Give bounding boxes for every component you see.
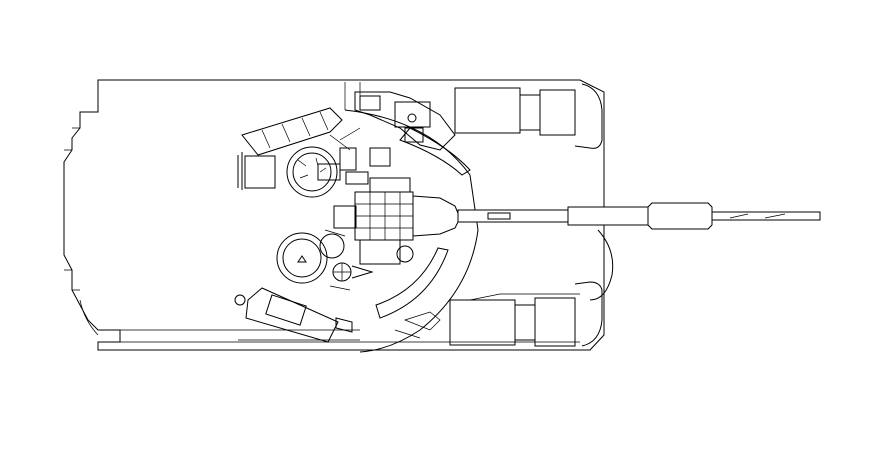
stowage-rack-outline	[242, 108, 342, 155]
muzzle-marks	[730, 214, 785, 218]
stowage-box-left	[245, 156, 275, 188]
cupola-inner	[293, 153, 331, 191]
hull	[64, 80, 613, 350]
lower-rack-plate	[336, 318, 352, 332]
gun-mantlet	[334, 178, 460, 264]
commander-cupola	[287, 128, 390, 197]
hatch-knob	[408, 114, 416, 122]
loader-links	[325, 230, 350, 290]
turret-bottom-detail	[395, 312, 440, 338]
mantlet-side	[334, 206, 356, 228]
hull-front-plate	[575, 84, 602, 148]
cupola-link	[330, 128, 360, 150]
gun-barrel-front	[712, 212, 820, 220]
gun-barrel-bore	[488, 213, 510, 219]
gun-barrel-rear	[458, 210, 568, 222]
breech-block	[370, 178, 410, 192]
loader-sight-cross	[333, 263, 351, 281]
turret	[235, 82, 478, 352]
lower-sponson-inner	[515, 305, 535, 340]
upper-stowage-rack	[238, 108, 342, 190]
hull-rear-step	[64, 128, 80, 290]
hull-rear-curve	[80, 300, 98, 335]
loader-hatch-inner	[283, 239, 321, 277]
loader-periscope	[320, 234, 344, 258]
turret-inner-arc	[376, 248, 448, 318]
mantlet-nose	[413, 196, 460, 236]
lower-rack-outline	[246, 288, 338, 342]
mantlet-pivot	[397, 246, 413, 262]
turret-ring	[345, 110, 478, 352]
stowage-brace	[238, 152, 242, 190]
cupola-periscopes	[298, 158, 326, 178]
mantlet-grid	[355, 192, 413, 240]
hull-front-plate-lower	[575, 282, 602, 346]
lower-sponson-box-right	[535, 298, 575, 346]
loader-arrow	[352, 266, 372, 278]
lower-sponson-box	[450, 300, 515, 345]
main-gun	[458, 203, 820, 229]
mantlet-lower	[360, 240, 400, 264]
mg-box-2	[346, 172, 368, 184]
turret-upper-arc	[400, 128, 470, 175]
sponsons	[450, 88, 580, 346]
hull-inner-edge	[120, 330, 580, 342]
bore-evacuator-taper	[648, 203, 712, 229]
glacis-curve	[590, 230, 613, 300]
hatch-hinge	[298, 256, 306, 262]
lower-rack-knob	[235, 295, 245, 305]
loader-hatch	[277, 230, 372, 290]
mg-box	[370, 148, 390, 166]
upper-hatch-block-2	[405, 128, 423, 142]
periscope-block	[360, 96, 380, 110]
gun-barrel-mid	[568, 207, 648, 225]
mg-mount	[340, 148, 356, 170]
upper-hatch-block	[395, 102, 430, 127]
loader-hatch-outer	[277, 233, 327, 283]
lower-sponson-slope	[470, 294, 580, 300]
upper-sponson-box	[455, 88, 520, 133]
upper-sponson-box-right	[540, 90, 575, 135]
stowage-rack-slats	[262, 112, 328, 148]
upper-sponson-inner	[520, 95, 540, 130]
lower-rack-box	[266, 295, 306, 325]
upper-hatch-frame	[355, 92, 455, 150]
cupola-sight	[318, 164, 340, 180]
upper-hatch-cluster	[355, 92, 455, 150]
cupola-outer	[287, 147, 337, 197]
lower-stowage-rack	[235, 288, 360, 342]
